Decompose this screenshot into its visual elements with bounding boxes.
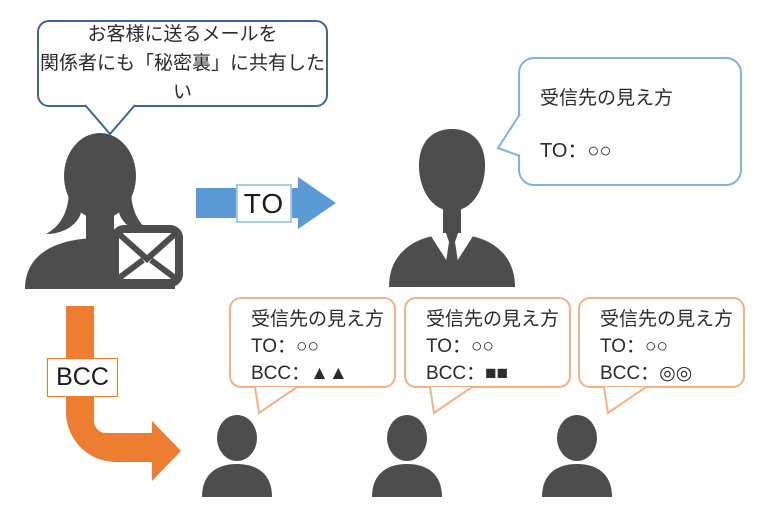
to-label: TO — [243, 187, 285, 219]
bcc-bubble-2-to-line: TO：○○ — [426, 336, 494, 357]
bcc-recipient-bubble-3: 受信先の見え方 TO：○○ BCC：◎◎ — [578, 297, 745, 388]
bcc-bubble-1-to-line: TO：○○ — [251, 336, 319, 357]
bcc-recipient-2-person-icon — [372, 415, 442, 497]
bcc-bubble-2-tail — [429, 386, 473, 415]
bcc-bubble-1-bcc-line: BCC：▲▲ — [251, 363, 348, 384]
sender-speech-bubble: お客様に送るメールを 関係者にも「秘密裏」に共有したい — [37, 20, 328, 107]
bcc-bubble-2-bcc-line: BCC：■■ — [426, 363, 509, 384]
bcc-bubble-3-bcc-line: BCC：◎◎ — [600, 363, 693, 384]
bcc-bubble-3-to-line: TO：○○ — [600, 336, 668, 357]
bcc-label: BCC — [56, 363, 109, 391]
to-recipient-person-icon — [389, 129, 515, 287]
bcc-recipient-bubble-1: 受信先の見え方 TO：○○ BCC：▲▲ — [229, 297, 396, 388]
bcc-recipient-1-person-icon — [202, 415, 272, 497]
bcc-bubble-2-title: 受信先の見え方 — [426, 309, 560, 330]
sender-bubble-line1: お客様に送るメールを — [87, 24, 278, 45]
to-recipient-bubble: 受信先の見え方 TO：○○ — [518, 57, 742, 186]
bcc-bubble-1-tail — [254, 386, 298, 415]
bcc-recipient-3-person-icon — [542, 415, 612, 497]
bcc-bubble-1-title: 受信先の見え方 — [251, 309, 385, 330]
to-recipient-bubble-to-line: TO：○○ — [540, 140, 612, 162]
to-recipient-bubble-title: 受信先の見え方 — [540, 88, 674, 109]
sender-bubble-line2: 関係者にも「秘密裏」に共有したい — [39, 53, 325, 103]
bcc-recipient-bubble-2: 受信先の見え方 TO：○○ BCC：■■ — [404, 297, 571, 388]
envelope-icon — [111, 225, 183, 287]
bcc-bubble-3-tail — [603, 386, 647, 415]
bcc-bubble-3-title: 受信先の見え方 — [600, 309, 734, 330]
bcc-label-box: BCC — [47, 358, 118, 397]
to-label-box: TO — [236, 184, 292, 223]
bcc-arrow-icon — [66, 306, 181, 481]
